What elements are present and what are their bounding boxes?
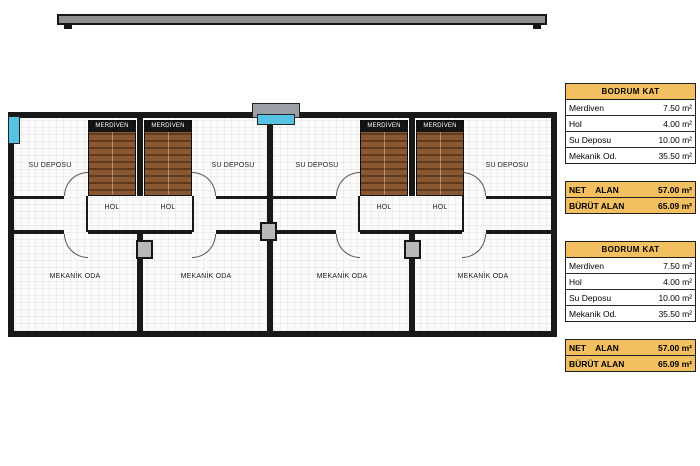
summary-value: 65.09 m² [657, 200, 692, 211]
row-value: 35.50 m² [658, 150, 692, 161]
row-value: 10.00 m² [658, 134, 692, 145]
table-header: BODRUM KAT [566, 84, 695, 100]
staircase: MERDİVEN [144, 120, 192, 196]
wall [14, 230, 64, 234]
shaft-column [136, 240, 153, 259]
table-row: Hol 4.00 m² [566, 116, 695, 132]
table-row: Mekanik Od. 35.50 m² [566, 148, 695, 163]
wall [137, 230, 143, 331]
room-label-hol: HOL [104, 204, 120, 211]
summary-row: NET ALAN 57.00 m² [566, 340, 695, 355]
area-table: BODRUM KAT Merdiven 7.50 m² Hol 4.00 m² … [565, 241, 696, 322]
room-label-hol: HOL [160, 204, 176, 211]
table-row: Merdiven 7.50 m² [566, 100, 695, 116]
shaft-column [404, 240, 421, 259]
table-row: Mekanik Od. 35.50 m² [566, 306, 695, 321]
wall-stub [64, 24, 72, 29]
building-plan: MERDİVEN MERDİVEN MERDİVEN MERDİVEN SU D… [8, 112, 557, 337]
wall [88, 230, 192, 234]
row-label: Mekanik Od. [569, 150, 617, 161]
room-label-mekanik-oda: MEKANİK ODA [180, 273, 232, 280]
row-label: Merdiven [569, 102, 604, 113]
summary-label: BÜRÜT ALAN [569, 200, 625, 211]
row-label: Merdiven [569, 260, 604, 271]
room-label-su-deposu: SU DEPOSU [28, 162, 72, 169]
room-label-hol: HOL [376, 204, 392, 211]
row-label: Su Deposu [569, 134, 612, 145]
window-cyan [8, 116, 20, 144]
hol-wall [86, 196, 88, 232]
window-cyan [257, 114, 295, 125]
row-value: 7.50 m² [663, 102, 692, 113]
table-row: Hol 4.00 m² [566, 274, 695, 290]
wall [409, 118, 415, 196]
staircase: MERDİVEN [360, 120, 408, 196]
row-label: Hol [569, 118, 582, 129]
hol-wall [192, 196, 194, 232]
summary-label: NET ALAN [569, 342, 619, 353]
wall [486, 196, 551, 199]
wall [486, 230, 551, 234]
staircase: MERDİVEN [88, 120, 136, 196]
summary-label: NET ALAN [569, 184, 619, 195]
wall [273, 196, 336, 199]
row-label: Hol [569, 276, 582, 287]
table-header: BODRUM KAT [566, 242, 695, 258]
shaft-column [260, 222, 277, 241]
wall [216, 196, 267, 199]
room-label-su-deposu: SU DEPOSU [295, 162, 339, 169]
area-summary: NET ALAN 57.00 m² BÜRÜT ALAN 65.09 m² [565, 181, 696, 214]
summary-row: BÜRÜT ALAN 65.09 m² [566, 355, 695, 371]
area-summary: NET ALAN 57.00 m² BÜRÜT ALAN 65.09 m² [565, 339, 696, 372]
row-label: Mekanik Od. [569, 308, 617, 319]
staircase-label: MERDİVEN [145, 121, 191, 132]
summary-value: 65.09 m² [657, 358, 692, 369]
room-label-mekanik-oda: MEKANİK ODA [49, 273, 101, 280]
row-value: 35.50 m² [658, 308, 692, 319]
room-label-hol: HOL [432, 204, 448, 211]
room-label-su-deposu: SU DEPOSU [211, 162, 255, 169]
wall [14, 196, 64, 199]
summary-value: 57.00 m² [657, 342, 692, 353]
room-label-mekanik-oda: MEKANİK ODA [457, 273, 509, 280]
summary-row: NET ALAN 57.00 m² [566, 182, 695, 197]
wall [360, 230, 462, 234]
hol-wall [358, 196, 360, 232]
wall-stub [533, 24, 541, 29]
wall [137, 118, 143, 196]
summary-value: 57.00 m² [657, 184, 692, 195]
room-label-mekanik-oda: MEKANİK ODA [316, 273, 368, 280]
room-label-su-deposu: SU DEPOSU [485, 162, 529, 169]
table-row: Su Deposu 10.00 m² [566, 290, 695, 306]
area-table: BODRUM KAT Merdiven 7.50 m² Hol 4.00 m² … [565, 83, 696, 164]
table-row: Merdiven 7.50 m² [566, 258, 695, 274]
row-value: 4.00 m² [663, 276, 692, 287]
summary-label: BÜRÜT ALAN [569, 358, 625, 369]
staircase-label: MERDİVEN [361, 121, 407, 132]
wall [409, 230, 415, 331]
staircase: MERDİVEN [416, 120, 464, 196]
row-value: 7.50 m² [663, 260, 692, 271]
retaining-wall [57, 14, 547, 25]
row-value: 10.00 m² [658, 292, 692, 303]
row-value: 4.00 m² [663, 118, 692, 129]
table-row: Su Deposu 10.00 m² [566, 132, 695, 148]
staircase-label: MERDİVEN [89, 121, 135, 132]
row-label: Su Deposu [569, 292, 612, 303]
hol-wall [462, 196, 464, 232]
staircase-label: MERDİVEN [417, 121, 463, 132]
summary-row: BÜRÜT ALAN 65.09 m² [566, 197, 695, 213]
